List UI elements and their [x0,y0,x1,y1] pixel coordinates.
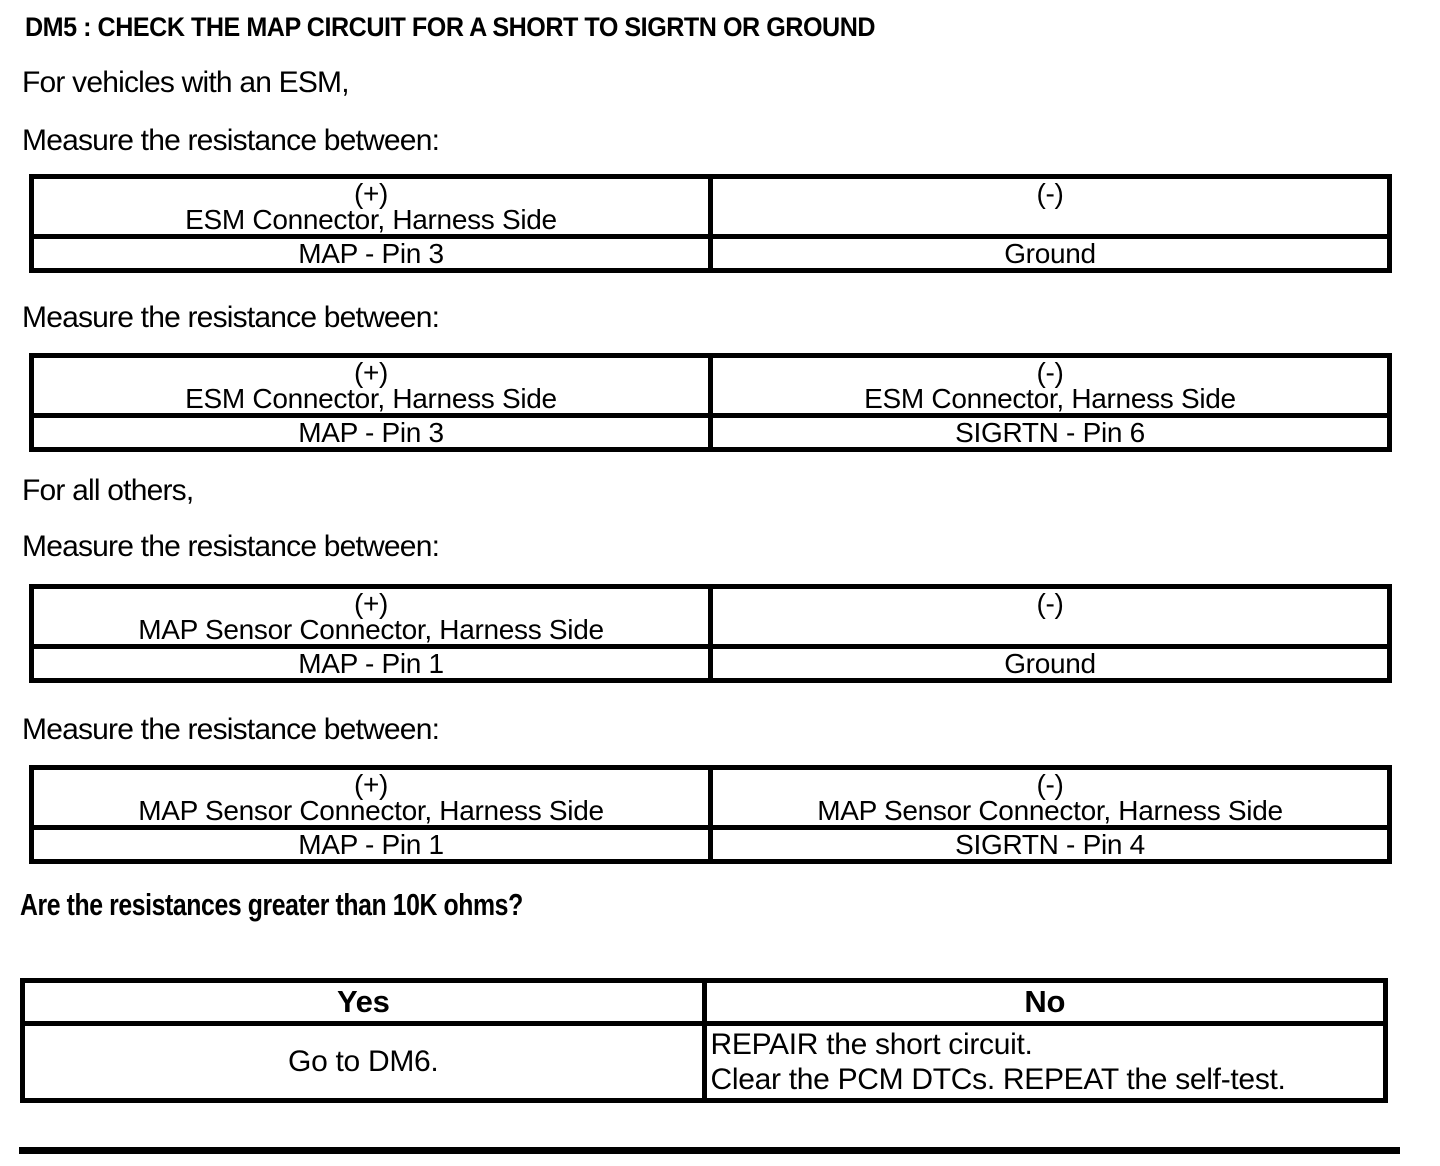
intro-esm-text: For vehicles with an ESM, [22,66,350,99]
negative-point-cell: Ground [708,644,1392,683]
resistance-table-esm-ground: (+) ESM Connector, Harness Side (-) MAP … [29,174,1392,273]
negative-point-cell: SIGRTN - Pin 6 [708,413,1392,452]
question-text: Are the resistances greater than 10K ohm… [20,887,523,922]
no-action-line-1: REPAIR the short circuit. [710,1028,1033,1061]
negative-sign: (-) [1036,769,1064,800]
table-data-row: MAP - Pin 1 SIGRTN - Pin 4 [29,825,1392,864]
positive-sign: (+) [353,588,389,619]
no-action-line-2: Clear the PCM DTCs. REPEAT the self-test… [710,1063,1286,1096]
negative-sign: (-) [1036,357,1064,388]
decision-action-row: Go to DM6. REPAIR the short circuit. Cle… [20,1021,1388,1103]
positive-point-cell: MAP - Pin 1 [29,644,713,683]
positive-point-cell: MAP - Pin 3 [29,234,713,273]
negative-connector: ESM Connector, Harness Side [864,383,1236,414]
table-header-row: (+) MAP Sensor Connector, Harness Side (… [29,765,1392,830]
positive-connector: MAP Sensor Connector, Harness Side [138,795,604,826]
positive-sign: (+) [353,357,389,388]
intro-others-text: For all others, [22,474,194,507]
positive-sign: (+) [353,178,389,209]
measure-lead-in-1: Measure the resistance between: [22,124,440,157]
table-data-row: MAP - Pin 1 Ground [29,644,1392,683]
measure-lead-in-3: Measure the resistance between: [22,530,440,563]
table-header-row: (+) MAP Sensor Connector, Harness Side (… [29,584,1392,649]
no-action-cell: REPAIR the short circuit. Clear the PCM … [701,1021,1388,1103]
positive-sign: (+) [353,769,389,800]
negative-sign: (-) [1036,178,1064,209]
yes-action-cell: Go to DM6. [20,1021,707,1103]
yes-header-cell: Yes [20,978,707,1026]
negative-sign: (-) [1036,588,1064,619]
no-header-cell: No [701,978,1388,1026]
negative-header-cell: (-) MAP Sensor Connector, Harness Side [708,765,1392,830]
positive-connector: MAP Sensor Connector, Harness Side [138,614,604,645]
positive-header-cell: (+) ESM Connector, Harness Side [29,174,713,239]
negative-point-cell: Ground [708,234,1392,273]
negative-connector: MAP Sensor Connector, Harness Side [817,795,1283,826]
negative-header-cell: (-) ESM Connector, Harness Side [708,353,1392,418]
bottom-divider [19,1147,1400,1154]
negative-point-cell: SIGRTN - Pin 4 [708,825,1392,864]
positive-point-cell: MAP - Pin 1 [29,825,713,864]
positive-point-cell: MAP - Pin 3 [29,413,713,452]
table-header-row: (+) ESM Connector, Harness Side (-) [29,174,1392,239]
resistance-table-map-sigrtn: (+) MAP Sensor Connector, Harness Side (… [29,765,1392,864]
positive-header-cell: (+) MAP Sensor Connector, Harness Side [29,765,713,830]
positive-connector: ESM Connector, Harness Side [185,383,557,414]
negative-header-cell: (-) [708,174,1392,239]
positive-header-cell: (+) MAP Sensor Connector, Harness Side [29,584,713,649]
decision-table: Yes No Go to DM6. REPAIR the short circu… [20,978,1388,1103]
resistance-table-map-ground: (+) MAP Sensor Connector, Harness Side (… [29,584,1392,683]
negative-header-cell: (-) [708,584,1392,649]
positive-header-cell: (+) ESM Connector, Harness Side [29,353,713,418]
decision-header-row: Yes No [20,978,1388,1026]
resistance-table-esm-sigrtn: (+) ESM Connector, Harness Side (-) ESM … [29,353,1392,452]
table-data-row: MAP - Pin 3 Ground [29,234,1392,273]
measure-lead-in-2: Measure the resistance between: [22,301,440,334]
table-data-row: MAP - Pin 3 SIGRTN - Pin 6 [29,413,1392,452]
page-title: DM5 : CHECK THE MAP CIRCUIT FOR A SHORT … [25,12,876,42]
positive-connector: ESM Connector, Harness Side [185,204,557,235]
measure-lead-in-4: Measure the resistance between: [22,713,440,746]
table-header-row: (+) ESM Connector, Harness Side (-) ESM … [29,353,1392,418]
